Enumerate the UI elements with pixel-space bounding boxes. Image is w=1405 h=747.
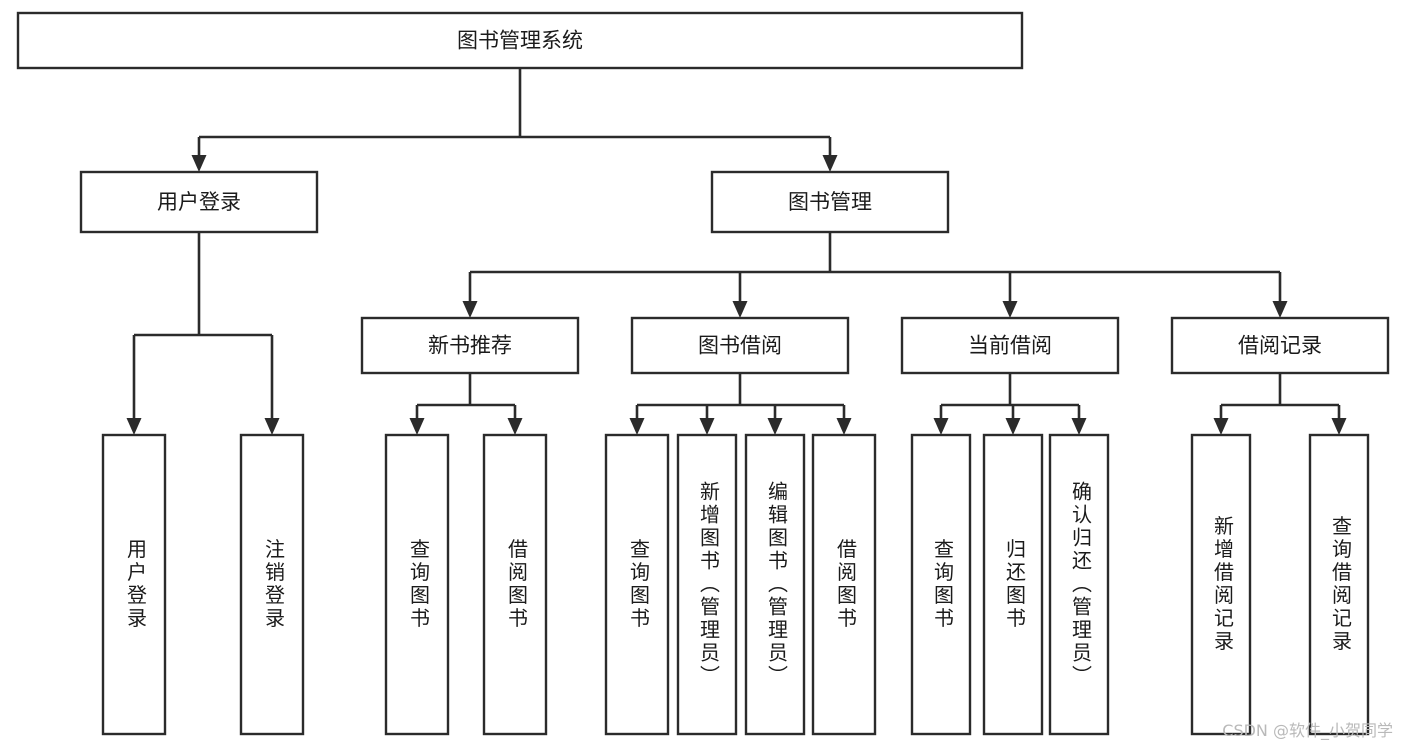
node-leaf_cur_1[interactable]: 归还图书 — [982, 433, 1044, 736]
node-box[interactable] — [1170, 316, 1390, 375]
connectors-layer — [126, 68, 1347, 435]
node-label: 当前借阅 — [968, 334, 1052, 358]
node-label: 用户登录 — [124, 539, 148, 631]
node-label: 确认归还（管理员） — [1069, 481, 1093, 688]
node-box[interactable] — [811, 433, 877, 736]
node-l2_0[interactable]: 用户登录 — [79, 170, 319, 234]
node-box[interactable] — [16, 11, 1024, 70]
node-label: 查询图书 — [407, 538, 431, 630]
node-leaf_new_1[interactable]: 借阅图书 — [482, 433, 548, 736]
node-l3_3[interactable]: 借阅记录 — [1170, 316, 1390, 375]
node-box[interactable] — [1190, 433, 1252, 736]
node-l3_0[interactable]: 新书推荐 — [360, 316, 580, 375]
node-label: 归还图书 — [1003, 538, 1027, 630]
node-label: 查询借阅记录 — [1329, 515, 1353, 653]
node-box[interactable] — [910, 433, 972, 736]
node-label: 查询图书 — [627, 538, 651, 630]
node-label: 新书推荐 — [428, 334, 512, 358]
node-label: 图书管理 — [788, 190, 872, 214]
node-leaf_cur_0[interactable]: 查询图书 — [910, 433, 972, 736]
node-label: 图书管理系统 — [457, 29, 583, 53]
node-leaf_new_0[interactable]: 查询图书 — [384, 433, 450, 736]
node-leaf_borrow_2[interactable]: 编辑图书（管理员） — [744, 433, 806, 736]
node-leaf_borrow_3[interactable]: 借阅图书 — [811, 433, 877, 736]
node-box[interactable] — [1048, 433, 1110, 736]
connector-group — [126, 232, 280, 435]
node-leaf_rec_1[interactable]: 查询借阅记录 — [1308, 433, 1370, 736]
node-leaf_cur_2[interactable]: 确认归还（管理员） — [1048, 433, 1110, 736]
node-box[interactable] — [79, 170, 319, 234]
node-box[interactable] — [982, 433, 1044, 736]
node-l3_2[interactable]: 当前借阅 — [900, 316, 1120, 375]
node-leaf_borrow_0[interactable]: 查询图书 — [604, 433, 670, 736]
node-label: 查询图书 — [931, 538, 955, 630]
csdn-watermark: CSDN @软件_小贺同学 — [1222, 721, 1393, 740]
node-leaf_borrow_1[interactable]: 新增图书（管理员） — [676, 433, 738, 736]
connector-group — [462, 232, 1288, 318]
connector-group — [629, 373, 852, 435]
connector-group — [409, 373, 523, 435]
connector-group — [191, 68, 838, 172]
node-box[interactable] — [360, 316, 580, 375]
node-label: 编辑图书（管理员） — [765, 481, 789, 688]
node-box[interactable] — [744, 433, 806, 736]
connector-group — [933, 373, 1087, 435]
node-box[interactable] — [900, 316, 1120, 375]
node-label: 借阅图书 — [505, 538, 529, 630]
node-box[interactable] — [676, 433, 738, 736]
node-l2_1[interactable]: 图书管理 — [710, 170, 950, 234]
node-box[interactable] — [710, 170, 950, 234]
node-label: 借阅记录 — [1238, 334, 1322, 358]
node-box[interactable] — [482, 433, 548, 736]
node-box[interactable] — [384, 433, 450, 736]
node-label: 用户登录 — [157, 190, 241, 214]
node-l3_1[interactable]: 图书借阅 — [630, 316, 850, 375]
node-box[interactable] — [604, 433, 670, 736]
node-root[interactable]: 图书管理系统 — [16, 11, 1024, 70]
connector-group — [1213, 373, 1347, 435]
node-label: 新增借阅记录 — [1211, 515, 1235, 653]
nodes-layer: 图书管理系统用户登录图书管理新书推荐图书借阅当前借阅借阅记录用户登录注销登录查询… — [16, 11, 1390, 736]
node-leaf_rec_0[interactable]: 新增借阅记录 — [1190, 433, 1252, 736]
node-label: 借阅图书 — [834, 538, 858, 630]
node-box[interactable] — [101, 433, 167, 736]
node-box[interactable] — [630, 316, 850, 375]
node-box[interactable] — [1308, 433, 1370, 736]
node-label: 图书借阅 — [698, 334, 782, 358]
node-leaf_login_1[interactable]: 注销登录 — [239, 433, 305, 736]
node-label: 注销登录 — [262, 538, 286, 630]
node-leaf_login_0[interactable]: 用户登录 — [101, 433, 167, 736]
node-box[interactable] — [239, 433, 305, 736]
node-label: 新增图书（管理员） — [697, 481, 721, 688]
